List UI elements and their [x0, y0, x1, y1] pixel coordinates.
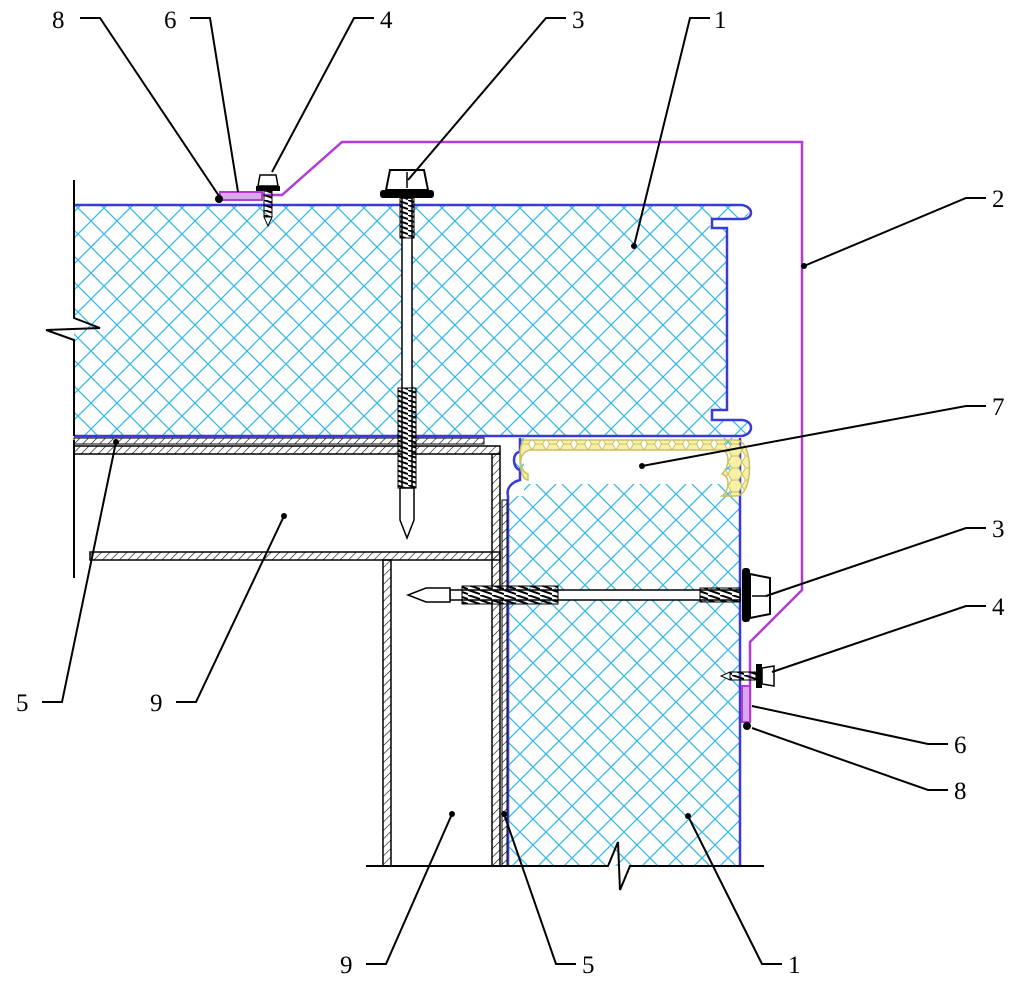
stitch-screw-top-shank [263, 190, 273, 218]
stitch-screw-right-shank [729, 671, 757, 681]
screw-drill-tip [399, 487, 415, 541]
steel-frame [73, 437, 508, 867]
leader-6-top [190, 17, 239, 193]
stitch-screw-right-tip [719, 671, 731, 681]
leader-8-top [80, 17, 220, 197]
leader-1-top [633, 17, 710, 247]
leader-4-top [271, 17, 374, 173]
callout-9-left: 9 [150, 690, 163, 717]
callout-5-left: 5 [16, 690, 29, 717]
beam-top-flange [73, 445, 501, 455]
seal-tape-top [219, 191, 263, 201]
callout-6-top: 6 [164, 7, 177, 34]
screw-thread-lower [397, 387, 417, 489]
wall-sandwich-panel [366, 438, 764, 891]
callout-3-top: 3 [572, 7, 585, 34]
wall-panel-profile [506, 438, 742, 866]
foam-sealing-strip [519, 439, 751, 497]
wall-panel-core [508, 438, 740, 866]
leader-5-bottom-dot [501, 811, 507, 817]
screw-thread-upper [399, 197, 415, 239]
leader-1-bottom-dot [685, 813, 691, 819]
callout-4-right: 4 [992, 594, 1005, 621]
screw-h-washer [742, 568, 750, 622]
leader-7-right [641, 405, 986, 467]
sealant-bead-top [215, 195, 223, 203]
seal-tape-right [741, 685, 751, 723]
leader-5-left [42, 441, 117, 703]
callout-8-top: 8 [52, 7, 65, 34]
corner-flashing [226, 140, 804, 722]
stitch-screw-right [719, 664, 775, 688]
self-drilling-screw-vertical [380, 169, 434, 541]
leader-1-bottom [687, 815, 782, 965]
leader-9-left [176, 515, 285, 703]
stitch-screw-right-washer [756, 664, 762, 688]
stitch-screw-right-head [761, 665, 775, 687]
screw-washer [380, 190, 434, 198]
leader-6-right [751, 705, 948, 745]
leader-5-bottom [503, 813, 576, 965]
leader-9-bottom [366, 813, 453, 965]
gasket-strip-vertical [501, 499, 508, 867]
leader-3-right [765, 527, 986, 597]
callout-labels: 8 6 4 3 1 2 7 3 4 6 8 5 9 9 5 1 [16, 7, 1005, 979]
screw-h-drill-tip [405, 587, 451, 603]
roof-panel-tongue-edge [710, 203, 753, 438]
leader-8-right [751, 727, 948, 791]
callout-6-right: 6 [954, 732, 967, 759]
callout-1-bottom: 1 [788, 952, 801, 979]
leader-3-top [407, 17, 566, 181]
screw-h-thread-right [699, 587, 741, 603]
column-left-flange [382, 559, 392, 867]
leader-2-right-dot [801, 263, 807, 269]
self-drilling-screw-horizontal [405, 568, 771, 622]
sealant-bead-right [743, 722, 751, 730]
leader-1-top-dot [631, 243, 637, 249]
leader-9-bottom-dot [449, 811, 455, 817]
callout-7-right: 7 [992, 394, 1005, 421]
column-right-flange [491, 453, 501, 867]
leader-5-left-dot [113, 439, 119, 445]
callout-1-top: 1 [714, 7, 727, 34]
beam-bottom-flange [89, 551, 501, 561]
stitch-screw-top-tip [263, 216, 273, 228]
callout-8-right: 8 [954, 778, 967, 805]
callout-5-bottom: 5 [582, 952, 595, 979]
callout-4-top: 4 [380, 7, 393, 34]
wall-panel-break-line [366, 841, 764, 891]
leader-lines [42, 17, 986, 965]
callout-3-right: 3 [992, 516, 1005, 543]
leader-4-right [771, 605, 986, 673]
roof-panel-break-line [45, 180, 101, 436]
stitch-screw-top-washer [256, 186, 280, 191]
leader-9-left-dot [281, 513, 287, 519]
stitch-screw-top-head [257, 174, 279, 187]
leader-2-right [803, 197, 986, 267]
callout-2-right: 2 [992, 186, 1005, 213]
screw-h-thread-left [461, 585, 559, 605]
stitch-screw-top [256, 174, 280, 228]
leader-7-right-dot [639, 463, 645, 469]
callout-9-bottom: 9 [340, 952, 353, 979]
gasket-strip-horizontal [73, 437, 485, 445]
